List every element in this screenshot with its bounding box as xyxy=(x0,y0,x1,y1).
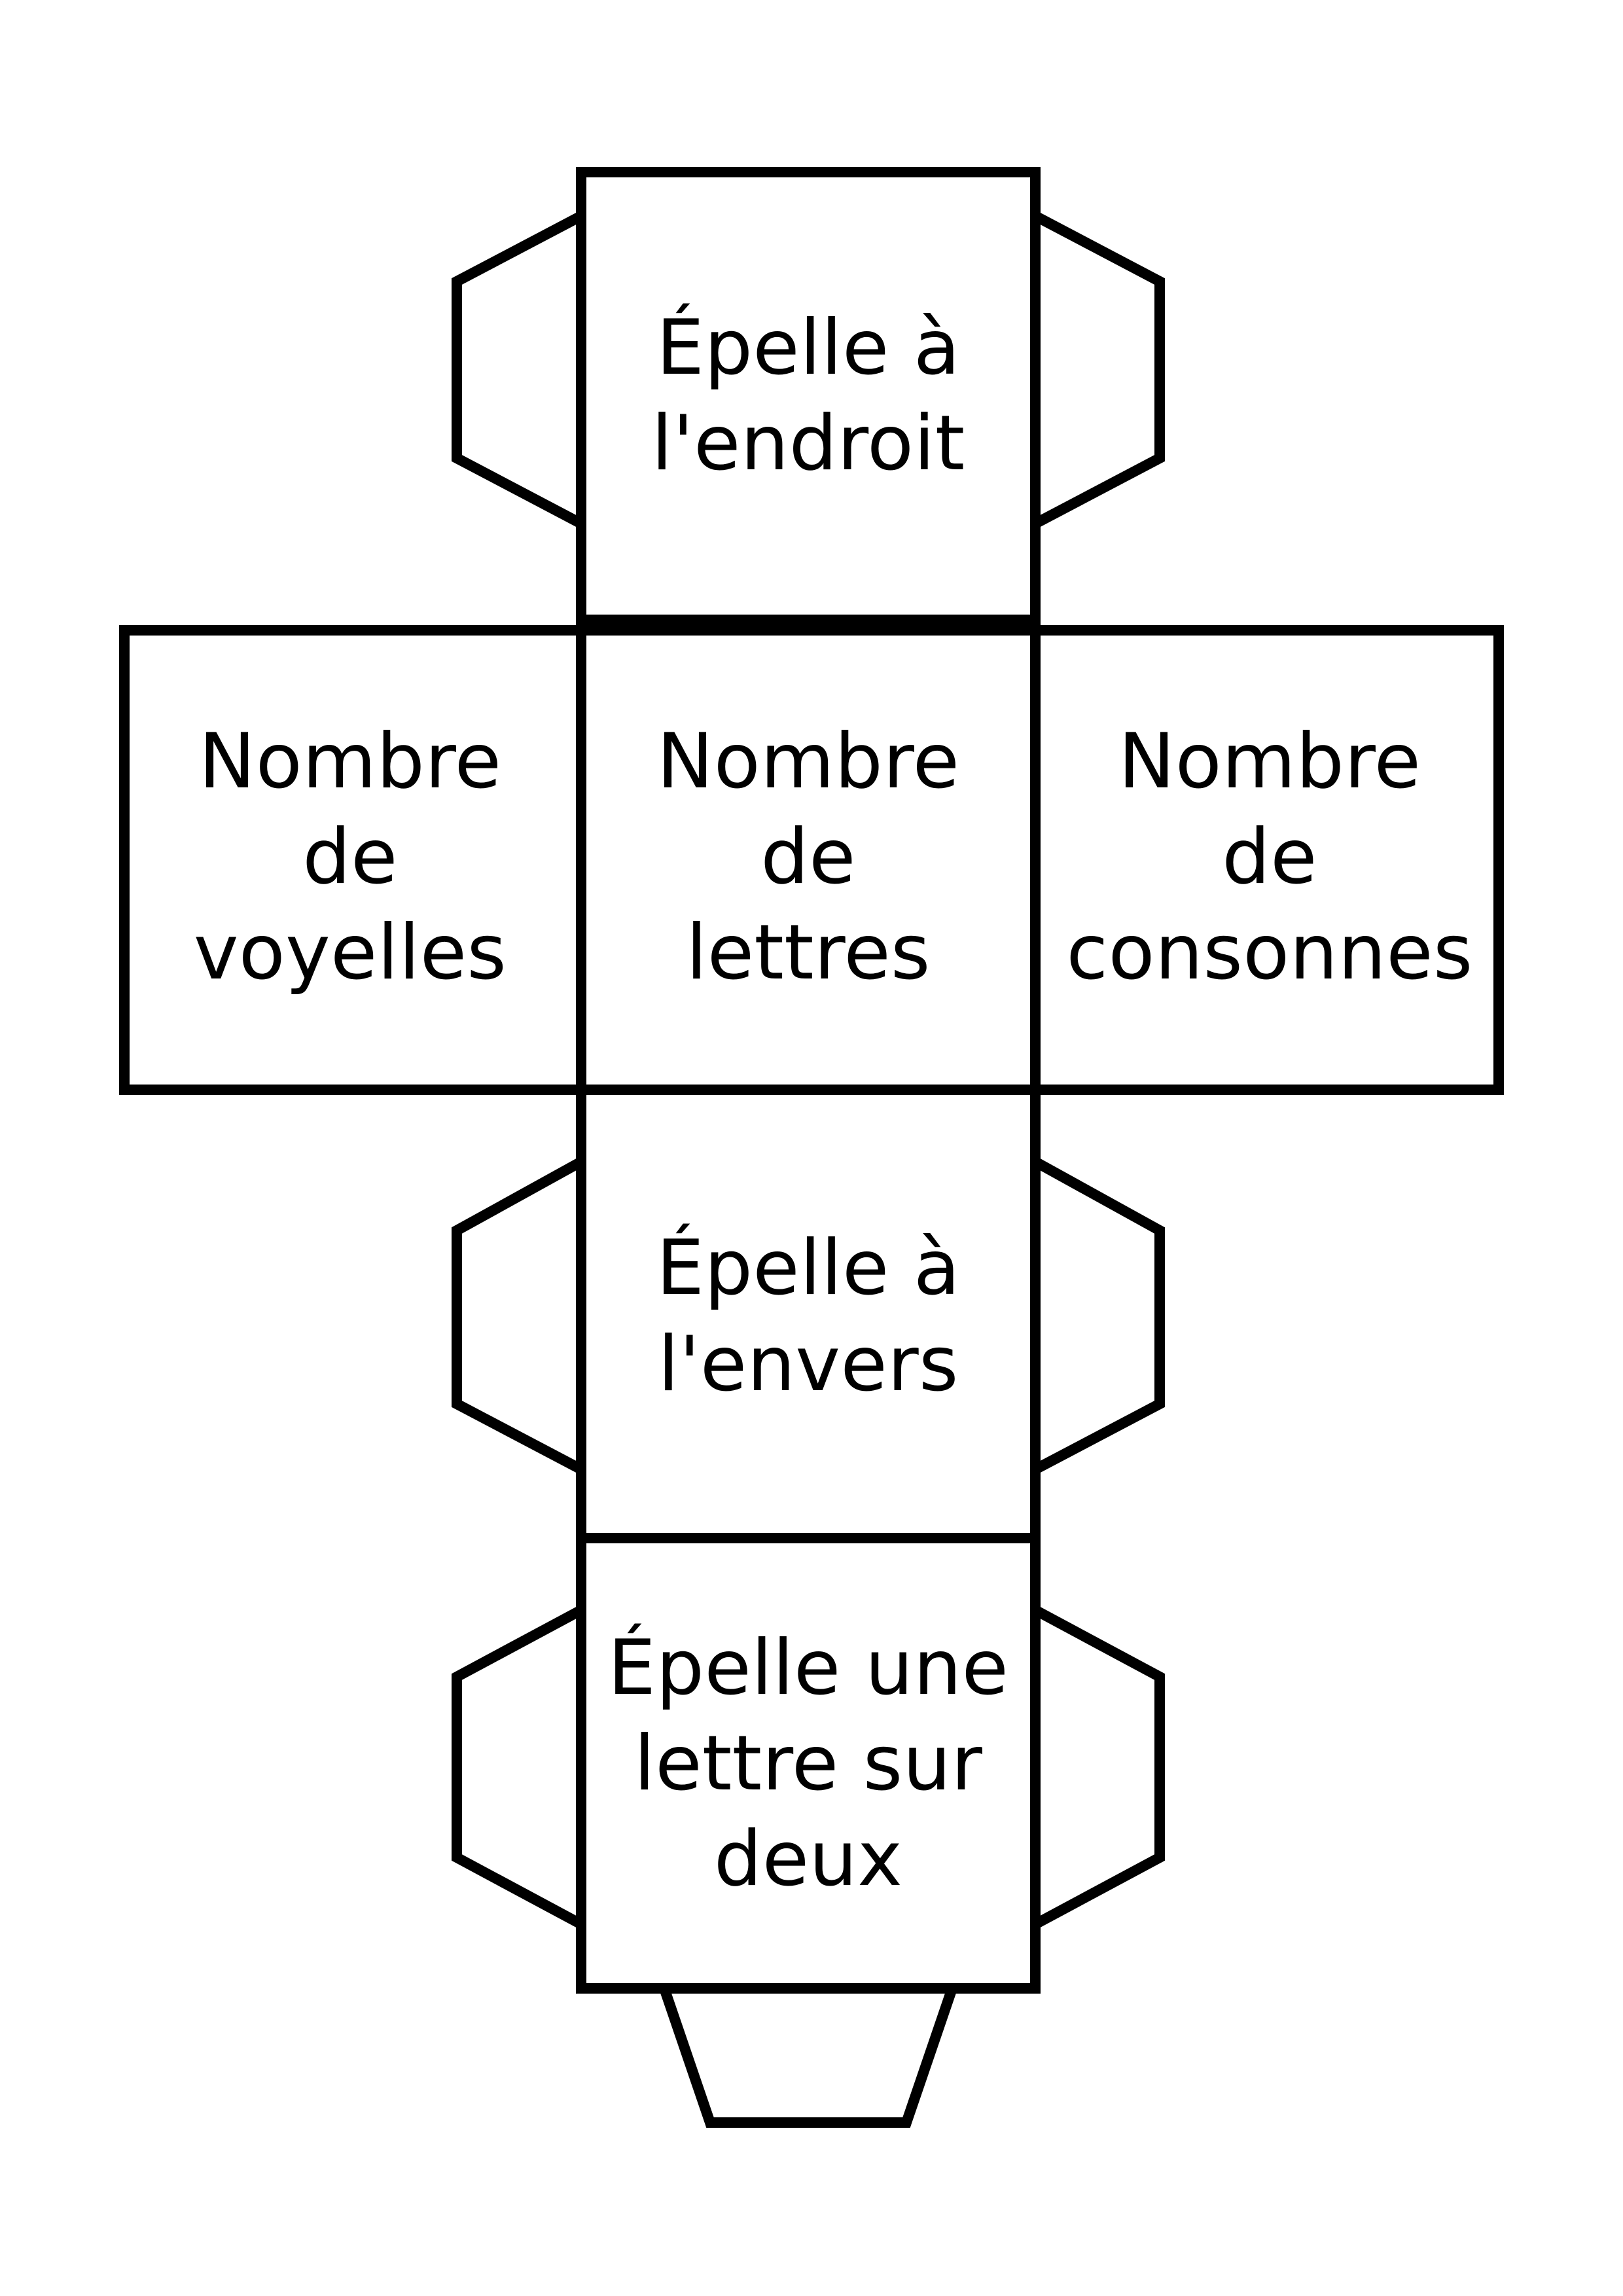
face-count-vowels-outline xyxy=(119,625,586,1095)
glue-tab-fourth-right-icon xyxy=(1033,1605,1165,1929)
tab-group xyxy=(452,211,1165,2128)
face-spell-every-other-outline xyxy=(576,1533,1041,1994)
glue-tab-third-left-icon xyxy=(452,1157,584,1475)
glue-tab-top-right-icon xyxy=(1033,211,1165,529)
glue-tab-bottom-icon xyxy=(659,1986,957,2128)
face-outline-group xyxy=(119,167,1504,1994)
glue-tab-top-left-icon xyxy=(452,211,584,529)
glue-tab-fourth-left-icon xyxy=(452,1605,584,1929)
face-count-letters-outline xyxy=(576,625,1041,1095)
glue-tab-third-right-icon xyxy=(1033,1157,1165,1475)
face-spell-forward-outline xyxy=(576,167,1041,625)
face-spell-backward-outline xyxy=(576,1085,1041,1543)
face-count-consonants-outline xyxy=(1030,625,1504,1095)
